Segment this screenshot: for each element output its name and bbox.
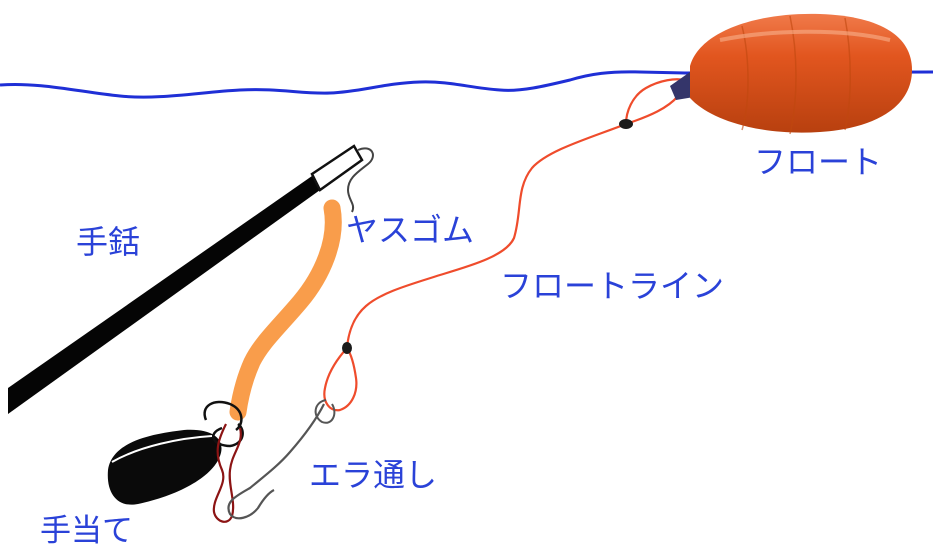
spear-tip-fitting: [310, 144, 364, 192]
label-float: フロート: [754, 143, 883, 181]
water-surface-line: [0, 70, 933, 99]
gill-pass-string-loop: [314, 399, 336, 424]
hand-guard: [107, 400, 244, 505]
label-rubber-sling: ヤスゴム: [346, 211, 475, 249]
float-line-knot: [619, 119, 633, 129]
float-line-knot: [342, 342, 352, 354]
float-buoy: [670, 13, 912, 135]
label-float-line: フロートライン: [500, 267, 725, 305]
hand-loop-cord: [212, 423, 242, 523]
label-gill-pass: エラ通し: [309, 456, 438, 494]
spear-tip-hook: [346, 147, 374, 213]
rubber-sling: [229, 199, 342, 421]
gill-pass-string: [227, 403, 325, 520]
label-hand-spear: 手銛: [76, 223, 141, 261]
label-hand-guard: 手当て: [40, 513, 133, 549]
spear-shaft: [8, 176, 320, 414]
